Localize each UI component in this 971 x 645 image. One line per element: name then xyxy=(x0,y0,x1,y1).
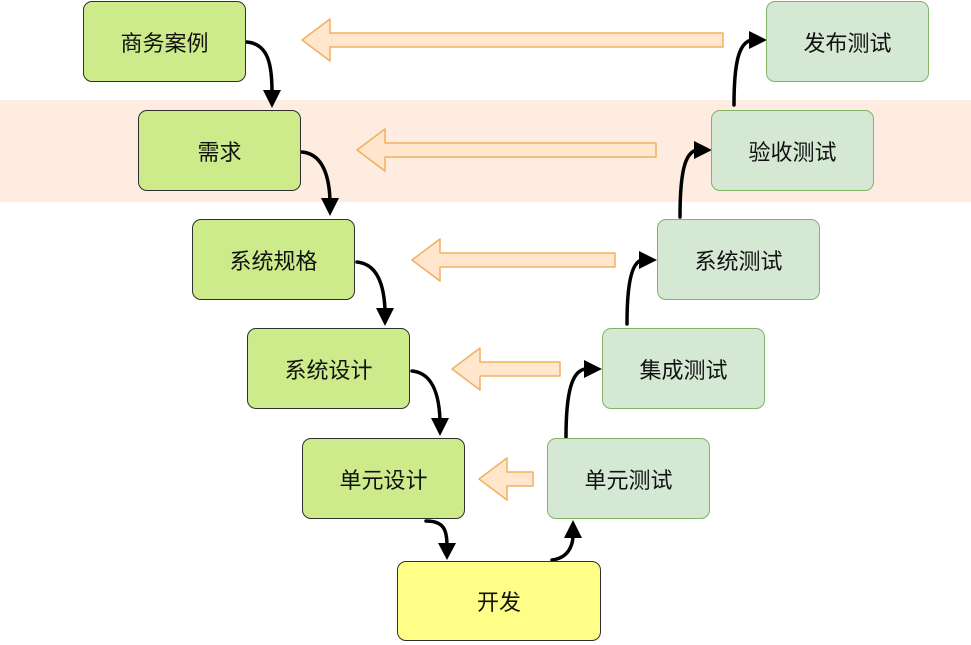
arrowhead-3 xyxy=(376,308,394,326)
node-acceptance-test: 验收测试 xyxy=(711,110,874,191)
feedback-arrow-unit-test-to-unit-design xyxy=(478,457,534,501)
arrowhead-10 xyxy=(749,31,767,49)
node-business-case: 商务案例 xyxy=(83,1,246,82)
feedback-arrow-system-test-to-spec xyxy=(411,238,616,282)
arrowhead-5 xyxy=(438,543,456,560)
flow-arrow-9 xyxy=(678,148,699,219)
arrowhead-8 xyxy=(639,251,657,269)
node-system-test: 系统测试 xyxy=(657,219,820,300)
arrowhead-1 xyxy=(263,90,281,108)
node-system-spec: 系统规格 xyxy=(192,219,355,300)
flow-arrow-6 xyxy=(550,533,575,562)
flow-arrow-2 xyxy=(300,150,332,202)
node-requirements: 需求 xyxy=(138,110,301,191)
flow-arrow-7 xyxy=(564,367,588,439)
node-unit-test: 单元测试 xyxy=(547,438,710,519)
node-integration-test: 集成测试 xyxy=(602,328,765,409)
arrowhead-6 xyxy=(564,520,582,538)
flow-arrow-8 xyxy=(625,258,644,326)
flow-arrow-5 xyxy=(424,519,449,548)
flow-arrow-1 xyxy=(245,40,274,94)
arrowhead-4 xyxy=(431,418,449,436)
node-release-test: 发布测试 xyxy=(766,1,929,82)
arrowhead-2 xyxy=(321,198,339,216)
node-unit-design: 单元设计 xyxy=(302,438,465,519)
flow-arrow-4 xyxy=(410,369,442,422)
feedback-arrow-integration-to-design xyxy=(451,347,561,391)
node-system-design: 系统设计 xyxy=(247,328,410,409)
flow-arrow-3 xyxy=(355,260,387,312)
arrowhead-7 xyxy=(584,360,602,378)
feedback-arrow-acceptance-to-requirements xyxy=(356,128,657,172)
node-development: 开发 xyxy=(397,561,601,641)
arrowhead-9 xyxy=(694,141,712,159)
feedback-arrow-release-to-business xyxy=(301,18,724,62)
flow-arrow-10 xyxy=(732,38,754,107)
